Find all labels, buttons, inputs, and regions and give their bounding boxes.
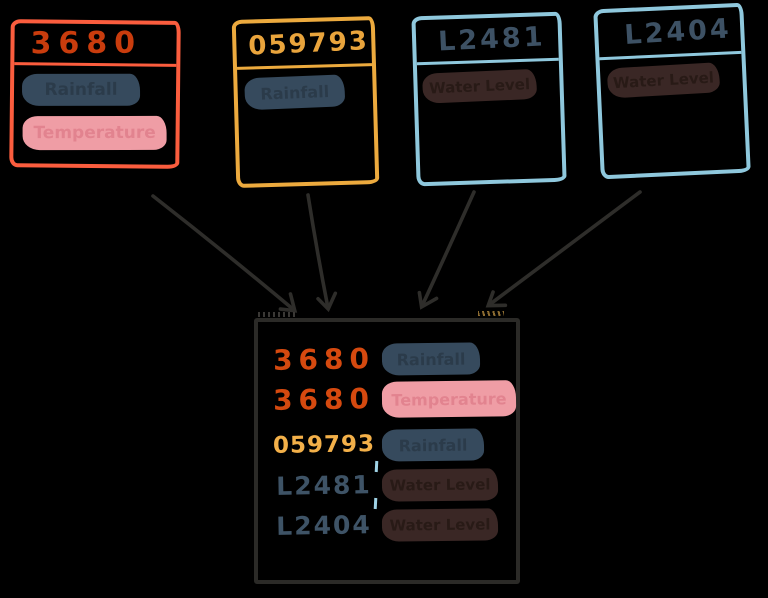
merged-id: 3680 xyxy=(272,381,376,417)
merged-id: 3680 xyxy=(272,341,376,377)
merged-row-1: 3680 Rainfall xyxy=(266,342,516,376)
merged-row-2: 3680 Temperature xyxy=(266,380,517,418)
arrow-connector-4 xyxy=(485,190,642,308)
merged-id: 059793 xyxy=(272,431,376,459)
sketch-hatch-mark xyxy=(478,311,504,316)
merged-field-pill: Temperature xyxy=(381,380,517,418)
merged-id: L2481 xyxy=(275,469,372,501)
merged-row-5: L2404 Water Level xyxy=(266,508,516,542)
merged-row-4: L2481 Water Level xyxy=(266,468,516,502)
merged-table-box: 3680 Rainfall 3680 Temperature 059793 Ra… xyxy=(254,318,520,584)
merged-field-pill: Water Level xyxy=(381,508,499,542)
merged-field-pill: Rainfall xyxy=(381,342,481,376)
arrow-connector-3 xyxy=(417,190,476,310)
merged-field-pill: Water Level xyxy=(381,468,499,502)
merged-id: L2404 xyxy=(275,509,372,541)
arrow-connector-1 xyxy=(151,194,298,313)
sketch-hatch-mark xyxy=(258,312,296,317)
merged-field-pill: Rainfall xyxy=(381,428,485,462)
pen-tick-mark xyxy=(373,497,378,510)
arrow-connector-2 xyxy=(306,193,338,313)
merged-row-3: 059793 Rainfall xyxy=(266,428,516,462)
pen-tick-mark xyxy=(374,460,379,473)
